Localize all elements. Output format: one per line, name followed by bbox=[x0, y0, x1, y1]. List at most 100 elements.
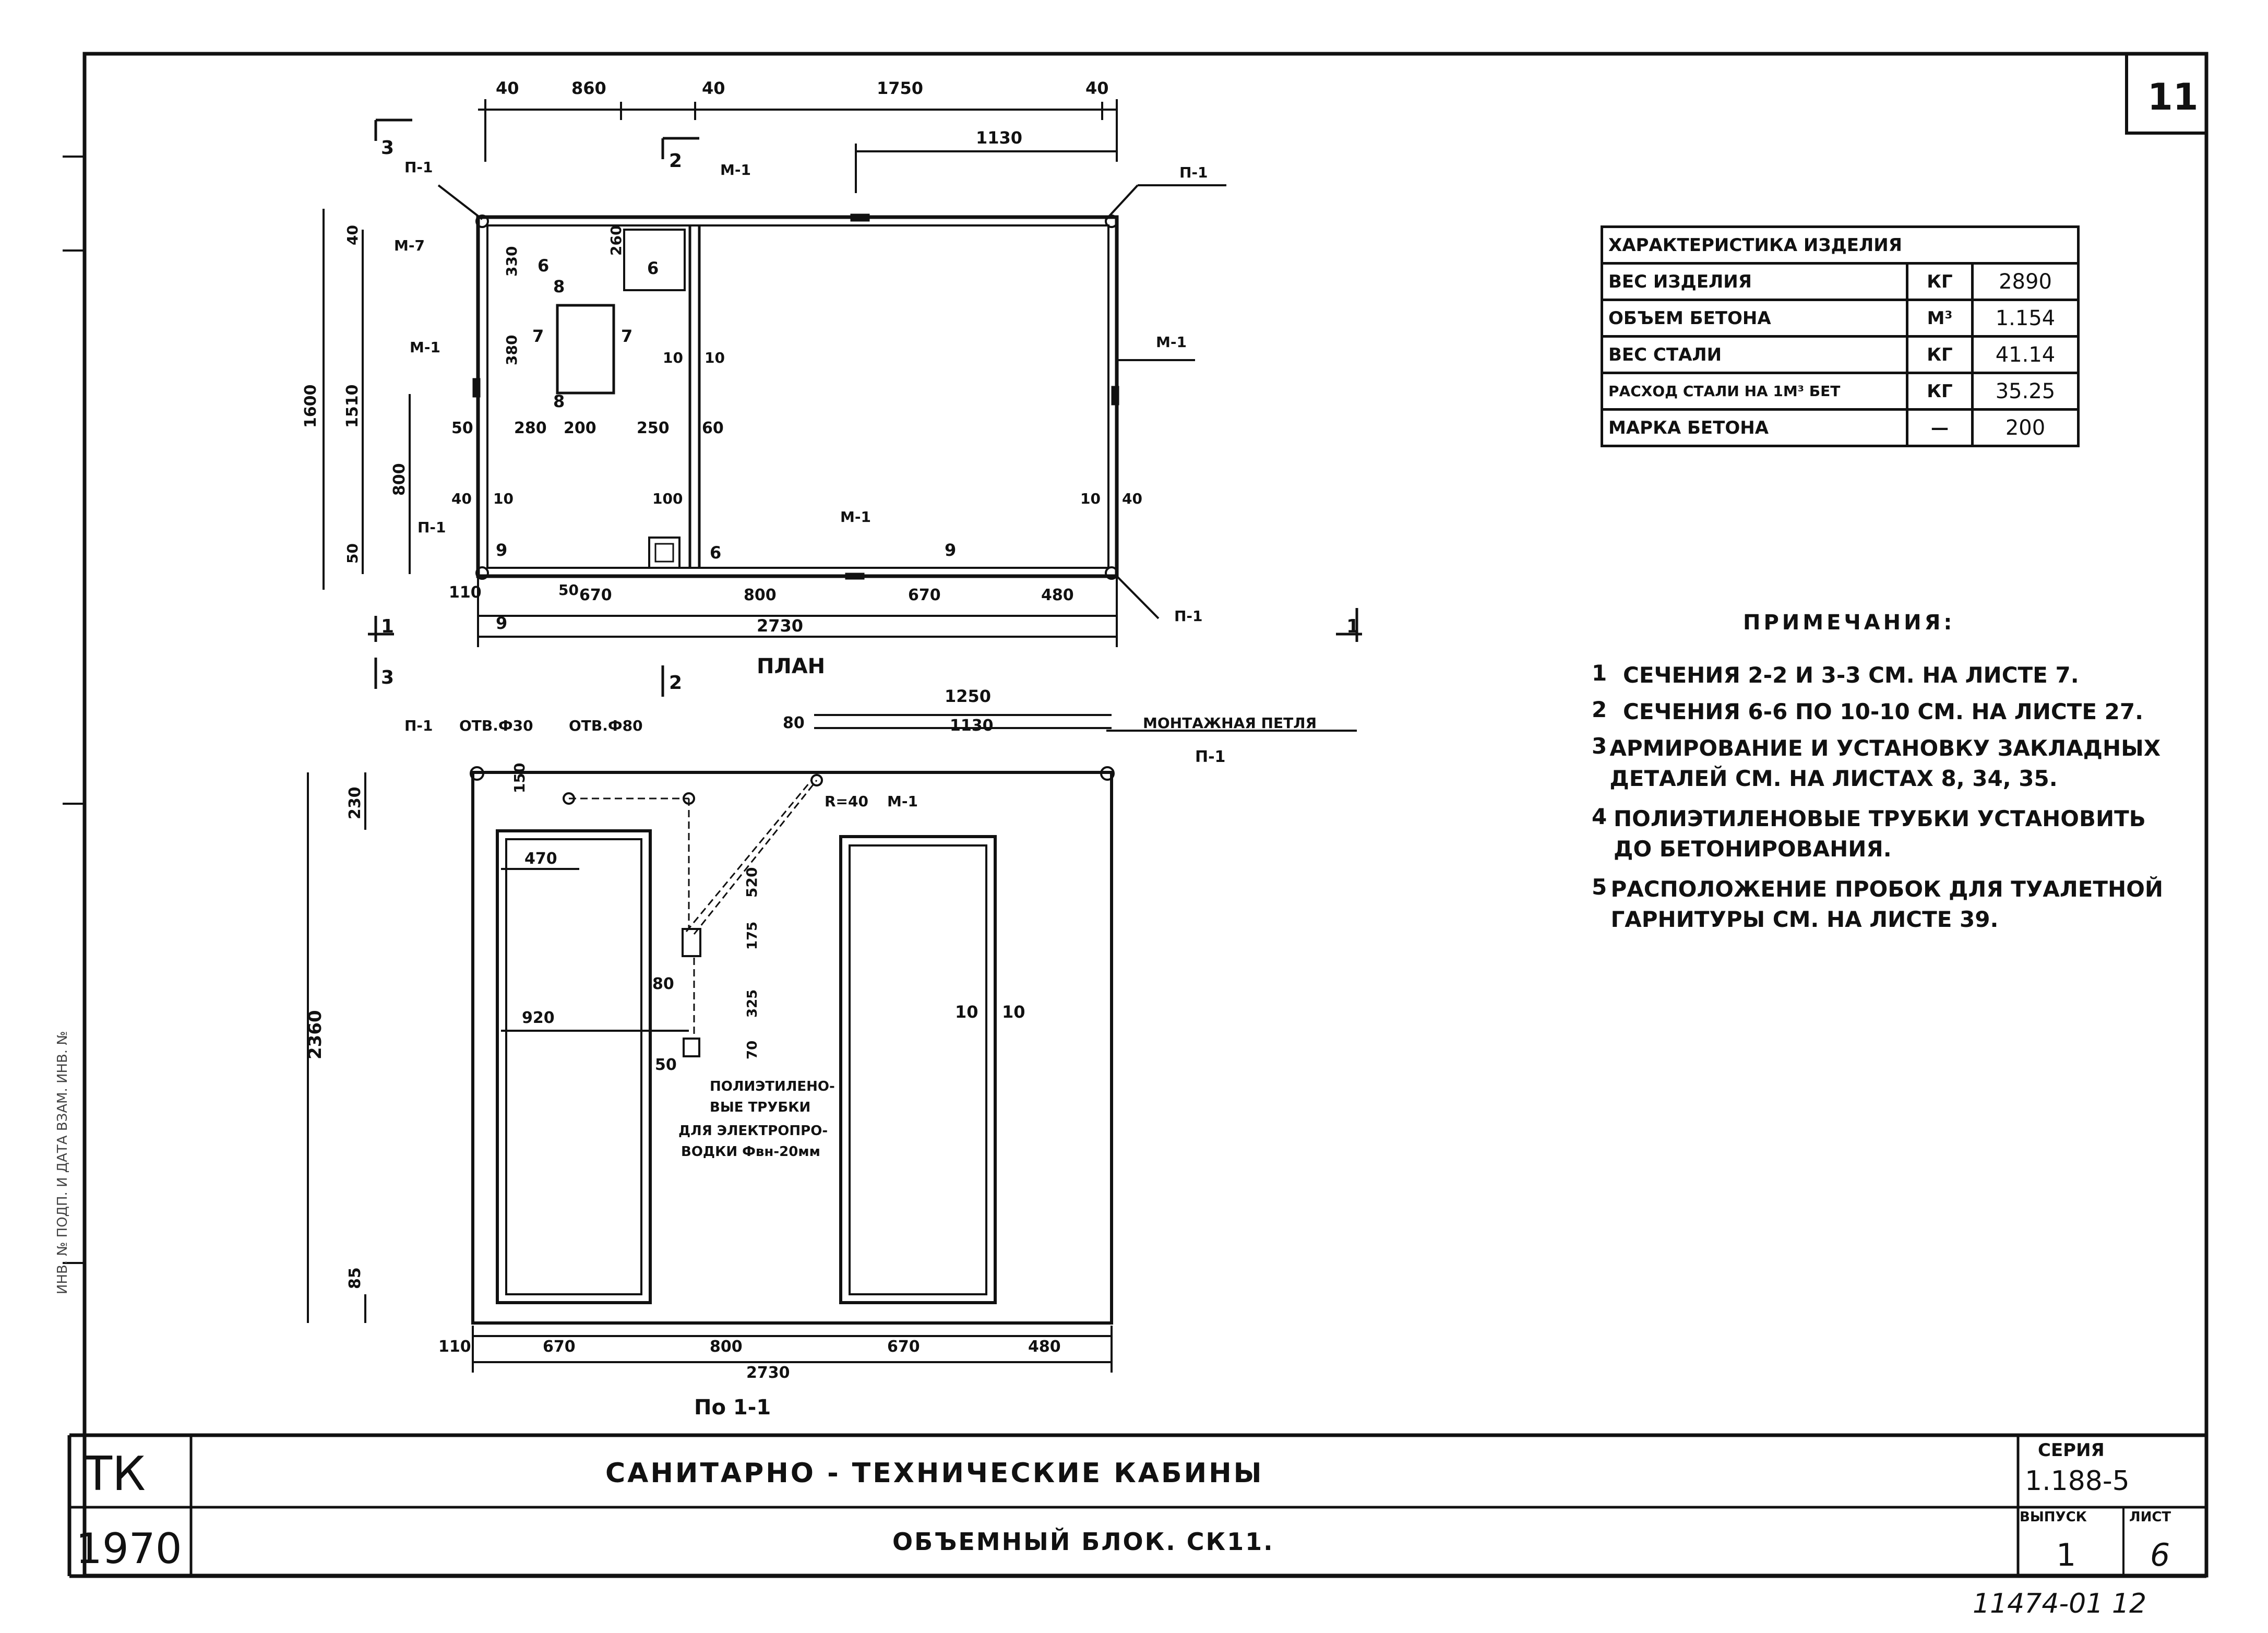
plan-dim: 50 bbox=[558, 581, 579, 599]
characteristics-table: ХАРАКТЕРИСТИКА ИЗДЕЛИЯ ВЕС ИЗДЕЛИЯ КГ 28… bbox=[1601, 225, 2080, 447]
section-dim: 150 bbox=[511, 763, 528, 793]
plan-dim: 250 bbox=[637, 419, 670, 437]
plan-label: М-7 bbox=[394, 237, 425, 254]
section-dim: 230 bbox=[346, 786, 364, 819]
section-dim: 85 bbox=[346, 1267, 364, 1289]
plan-dim: 860 bbox=[571, 78, 606, 98]
row-unit: КГ bbox=[1906, 335, 1974, 374]
sheet-value: 6 bbox=[2150, 1537, 2170, 1574]
row-unit: — bbox=[1906, 408, 1974, 447]
section-title: По 1-1 bbox=[694, 1396, 771, 1420]
pipe-note-line: ПОЛИЭТИЛЕНО- bbox=[710, 1079, 835, 1094]
pipe-note-line: ВОДКИ Фвн-20мм bbox=[681, 1144, 820, 1160]
row-value: 41.14 bbox=[1971, 335, 2080, 374]
note-item: 3 АРМИРОВАНИЕ И УСТАНОВКУ ЗАКЛАДНЫХ ДЕТА… bbox=[1592, 733, 2187, 794]
plan-dim: 800 bbox=[744, 586, 777, 604]
plan-dim: 1750 bbox=[877, 78, 923, 98]
plan-opening bbox=[556, 304, 615, 395]
plan-m1-embed-top bbox=[850, 213, 870, 222]
margin-stamp: ИНВ. № ПОДП. И ДАТА ВЗАМ. ИНВ. № bbox=[55, 1031, 70, 1295]
issue-value: 1 bbox=[2056, 1537, 2076, 1574]
plan-dim: 1510 bbox=[343, 385, 362, 428]
plan-dim: 40 bbox=[702, 78, 725, 98]
row-value: 1.154 bbox=[1971, 299, 2080, 338]
row-name: ВЕС СТАЛИ bbox=[1601, 335, 1908, 374]
plan-dim: 280 bbox=[514, 419, 547, 437]
section-label: МОНТАЖНАЯ ПЕТЛЯ bbox=[1143, 714, 1317, 732]
plan-view bbox=[323, 99, 1362, 697]
plan-label: П-1 bbox=[1174, 607, 1203, 625]
section-mark: 1 bbox=[381, 616, 394, 637]
title-block-subtitle: ОБЪЕМНЫЙ БЛОК. СК11. bbox=[892, 1528, 1274, 1556]
cut-number: 7 bbox=[532, 326, 544, 346]
plan-dim: 40 bbox=[496, 78, 519, 98]
section-mark: 3 bbox=[381, 137, 394, 159]
note-text: СЕЧЕНИЯ 2-2 И 3-3 СМ. НА ЛИСТЕ 7. bbox=[1623, 662, 2079, 688]
section-dim: 670 bbox=[543, 1338, 576, 1356]
note-number: 3 bbox=[1592, 733, 1607, 759]
series-value: 1.188-5 bbox=[2025, 1465, 2130, 1497]
title-block-org: ТК bbox=[83, 1447, 146, 1501]
section-dim: 2730 bbox=[746, 1364, 790, 1382]
section-dim: 80 bbox=[652, 975, 674, 993]
row-name: РАСХОД СТАЛИ НА 1М³ БЕТ bbox=[1601, 372, 1908, 411]
plan-label: П-1 bbox=[1179, 164, 1208, 181]
section-dim: 920 bbox=[522, 1009, 555, 1027]
section-dim: 70 bbox=[745, 1041, 760, 1059]
plan-dim: 110 bbox=[449, 583, 482, 602]
pipe-note-line: ДЛЯ ЭЛЕКТРОПРО- bbox=[678, 1123, 828, 1139]
section-outline bbox=[471, 771, 1113, 1325]
plan-dim: 800 bbox=[390, 463, 409, 496]
table-row: ВЕС ИЗДЕЛИЯ КГ 2890 bbox=[1601, 262, 2080, 301]
cut-number: 8 bbox=[553, 391, 565, 411]
section-label: R=40 bbox=[825, 793, 868, 810]
section-dim: 10 bbox=[955, 1002, 978, 1022]
sheet-label: ЛИСТ bbox=[2129, 1509, 2171, 1525]
section-dim: 325 bbox=[745, 990, 760, 1018]
characteristics-title: ХАРАКТЕРИСТИКА ИЗДЕЛИЯ bbox=[1601, 225, 2080, 265]
table-row: ВЕС СТАЛИ КГ 41.14 bbox=[1601, 335, 2080, 374]
row-name: МАРКА БЕТОНА bbox=[1601, 408, 1908, 447]
plan-label: М-1 bbox=[410, 339, 440, 356]
plan-label: М-1 bbox=[1156, 333, 1187, 351]
note-item: 1 СЕЧЕНИЯ 2-2 И 3-3 СМ. НА ЛИСТЕ 7. bbox=[1592, 660, 2187, 690]
cut-number: 9 bbox=[496, 613, 507, 633]
note-number: 1 bbox=[1592, 660, 1607, 686]
section-mark: 2 bbox=[669, 672, 682, 694]
row-value: 35.25 bbox=[1971, 372, 2080, 411]
plan-dim: 100 bbox=[652, 490, 683, 507]
note-item: 5 РАСПОЛОЖЕНИЕ ПРОБОК ДЛЯ ТУАЛЕТНОЙ ГАРН… bbox=[1592, 874, 2187, 935]
plan-dim: 40 bbox=[344, 225, 361, 245]
sheet-number: 11 bbox=[2147, 76, 2198, 118]
section-dim: 480 bbox=[1028, 1338, 1061, 1356]
section-dim: 520 bbox=[743, 867, 760, 898]
cut-number: 9 bbox=[945, 540, 956, 560]
pipe-note-line: ВЫЕ ТРУБКИ bbox=[710, 1100, 810, 1115]
row-value: 200 bbox=[1971, 408, 2080, 447]
row-unit: М³ bbox=[1906, 299, 1974, 338]
section-dim: 470 bbox=[524, 850, 557, 868]
section-dim: 10 bbox=[1002, 1002, 1025, 1022]
note-text: СЕЧЕНИЯ 6-6 ПО 10-10 СМ. НА ЛИСТЕ 27. bbox=[1623, 699, 2144, 724]
note-number: 5 bbox=[1592, 874, 1607, 900]
cut-number: 6 bbox=[710, 543, 721, 563]
plan-dim: 480 bbox=[1041, 586, 1074, 604]
plan-outer-wall bbox=[476, 215, 1119, 578]
plan-title: ПЛАН bbox=[757, 654, 825, 678]
section-view bbox=[307, 714, 1357, 1373]
plan-wash-niche bbox=[623, 229, 686, 291]
section-mark: 1 bbox=[1346, 616, 1359, 637]
section-mark: 2 bbox=[669, 150, 682, 172]
plan-label: П-1 bbox=[417, 519, 446, 536]
table-row: РАСХОД СТАЛИ НА 1М³ БЕТ КГ 35.25 bbox=[1601, 372, 2080, 411]
cut-number: 9 bbox=[496, 540, 507, 560]
notes-title: ПРИМЕЧАНИЯ: bbox=[1743, 611, 1955, 635]
plan-dim: 670 bbox=[579, 586, 612, 604]
section-label: ОТВ.Ф80 bbox=[569, 717, 643, 734]
plan-dim: 260 bbox=[607, 225, 625, 256]
plan-dim: 10 bbox=[493, 490, 514, 507]
plan-dim: 40 bbox=[451, 490, 472, 507]
plan-label: М-1 bbox=[720, 161, 751, 178]
section-mark: 3 bbox=[381, 667, 394, 688]
